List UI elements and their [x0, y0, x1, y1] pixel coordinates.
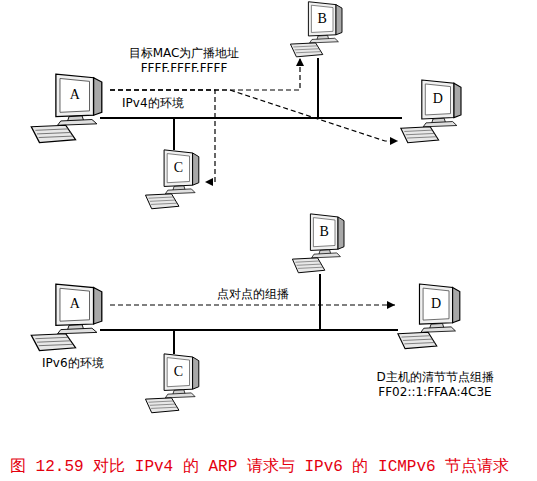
computer-icon: [143, 148, 205, 210]
computer-icon: [398, 284, 460, 349]
computer-icon: [290, 212, 350, 274]
dashed-arrow: [110, 90, 398, 141]
host-letter: D: [425, 84, 450, 114]
computer-icon: [28, 282, 110, 352]
host-letter: D: [423, 288, 449, 319]
computer-node: A: [28, 72, 110, 144]
drop-cable: [173, 330, 175, 354]
computer-icon: [143, 352, 205, 414]
computer-node: D: [398, 78, 468, 144]
computer-icon: [290, 2, 342, 57]
computer-node: D: [395, 282, 467, 350]
annotation-text: D主机的清节节点组播 FF02::1:FFAA:4C3E: [362, 370, 508, 400]
drop-cable: [173, 118, 175, 150]
dashed-arrow: [110, 304, 395, 305]
bus-cable: [100, 329, 398, 331]
annotation-text: IPv4的环境: [122, 96, 184, 111]
bus-cable: [100, 117, 402, 119]
host-letter: B: [313, 218, 335, 247]
drop-cable: [319, 274, 321, 330]
host-letter: B: [311, 5, 333, 32]
computer-node: C: [143, 148, 205, 210]
host-letter: C: [167, 358, 189, 387]
computer-icon: [145, 354, 198, 413]
computer-icon: [288, 0, 348, 58]
drop-cable: [317, 58, 319, 118]
annotation-text: 目标MAC为广播地址 FFFF.FFFF.FFFF: [116, 46, 252, 76]
computer-icon: [145, 150, 198, 209]
computer-node: A: [28, 282, 110, 352]
host-letter: A: [60, 78, 90, 111]
annotation-text: IPv6的环境: [42, 356, 104, 371]
host-letter: A: [60, 288, 90, 320]
computer-node: C: [143, 352, 205, 414]
computer-icon: [398, 78, 468, 144]
computer-node: B: [290, 212, 350, 274]
edge-label: 点对点的组播: [217, 287, 289, 302]
computer-icon: [401, 80, 461, 143]
figure-caption: 图 12.59 对比 IPv4 的 ARP 请求与 IPv6 的 ICMPv6 …: [10, 456, 509, 477]
computer-icon: [31, 284, 102, 351]
computer-icon: [395, 282, 467, 350]
computer-node: B: [288, 0, 348, 58]
host-letter: C: [167, 154, 189, 183]
computer-icon: [28, 72, 110, 144]
computer-icon: [292, 214, 344, 273]
computer-icon: [31, 74, 102, 142]
